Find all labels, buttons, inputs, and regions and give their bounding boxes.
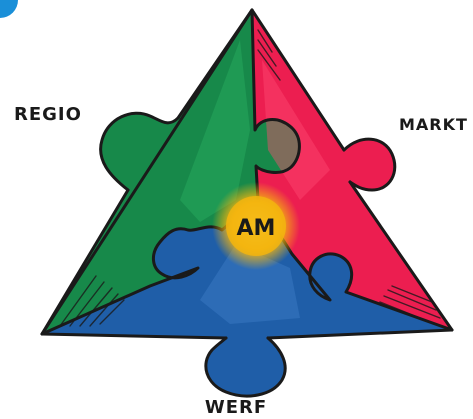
label-werf: WERF (205, 397, 267, 418)
label-markt: MARKT (399, 115, 468, 134)
center-label: AM (237, 216, 276, 241)
label-regio: REGIO (14, 104, 82, 125)
corner-accent-badge (0, 0, 18, 18)
